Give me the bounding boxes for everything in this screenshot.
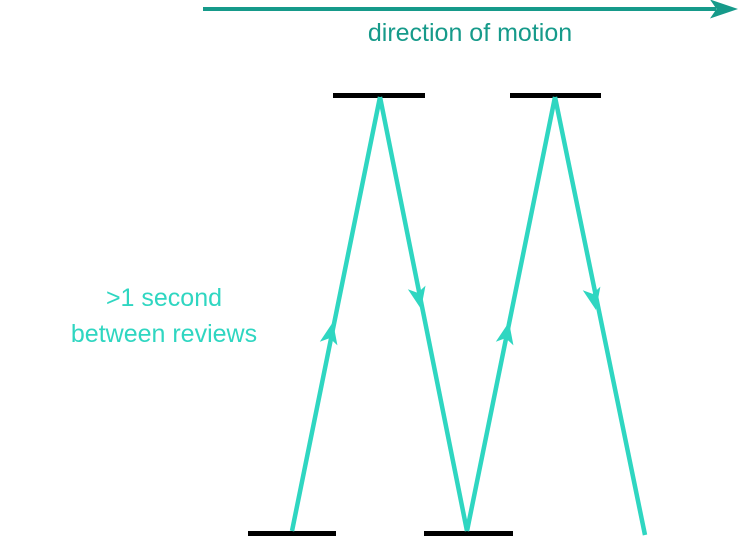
direction-of-motion-label: direction of motion [368,19,572,47]
trajectory-segment-down-2 [552,96,648,536]
direction-of-motion-arrow [203,0,738,19]
review-interval-label-line2: between reviews [71,320,257,348]
bottom-level-bar-1 [248,531,336,536]
trajectory-segment-up-2 [464,96,558,532]
top-level-bar-2 [510,93,601,98]
review-interval-label-line1: >1 second [106,284,222,312]
down-arrowhead-icon-2 [582,286,601,310]
down-arrowhead-icon-1 [407,285,426,309]
bottom-level-bar-2 [424,531,513,536]
trajectory-segment-up-1 [289,96,383,532]
top-level-bar-1 [333,93,425,98]
review-interval-label: >1 second between reviews [71,284,257,348]
up-arrowhead-icon-2 [495,322,514,346]
up-arrowhead-icon-1 [319,322,338,346]
trajectory-segment-down-1 [377,96,470,532]
right-arrowhead-icon [710,0,738,19]
